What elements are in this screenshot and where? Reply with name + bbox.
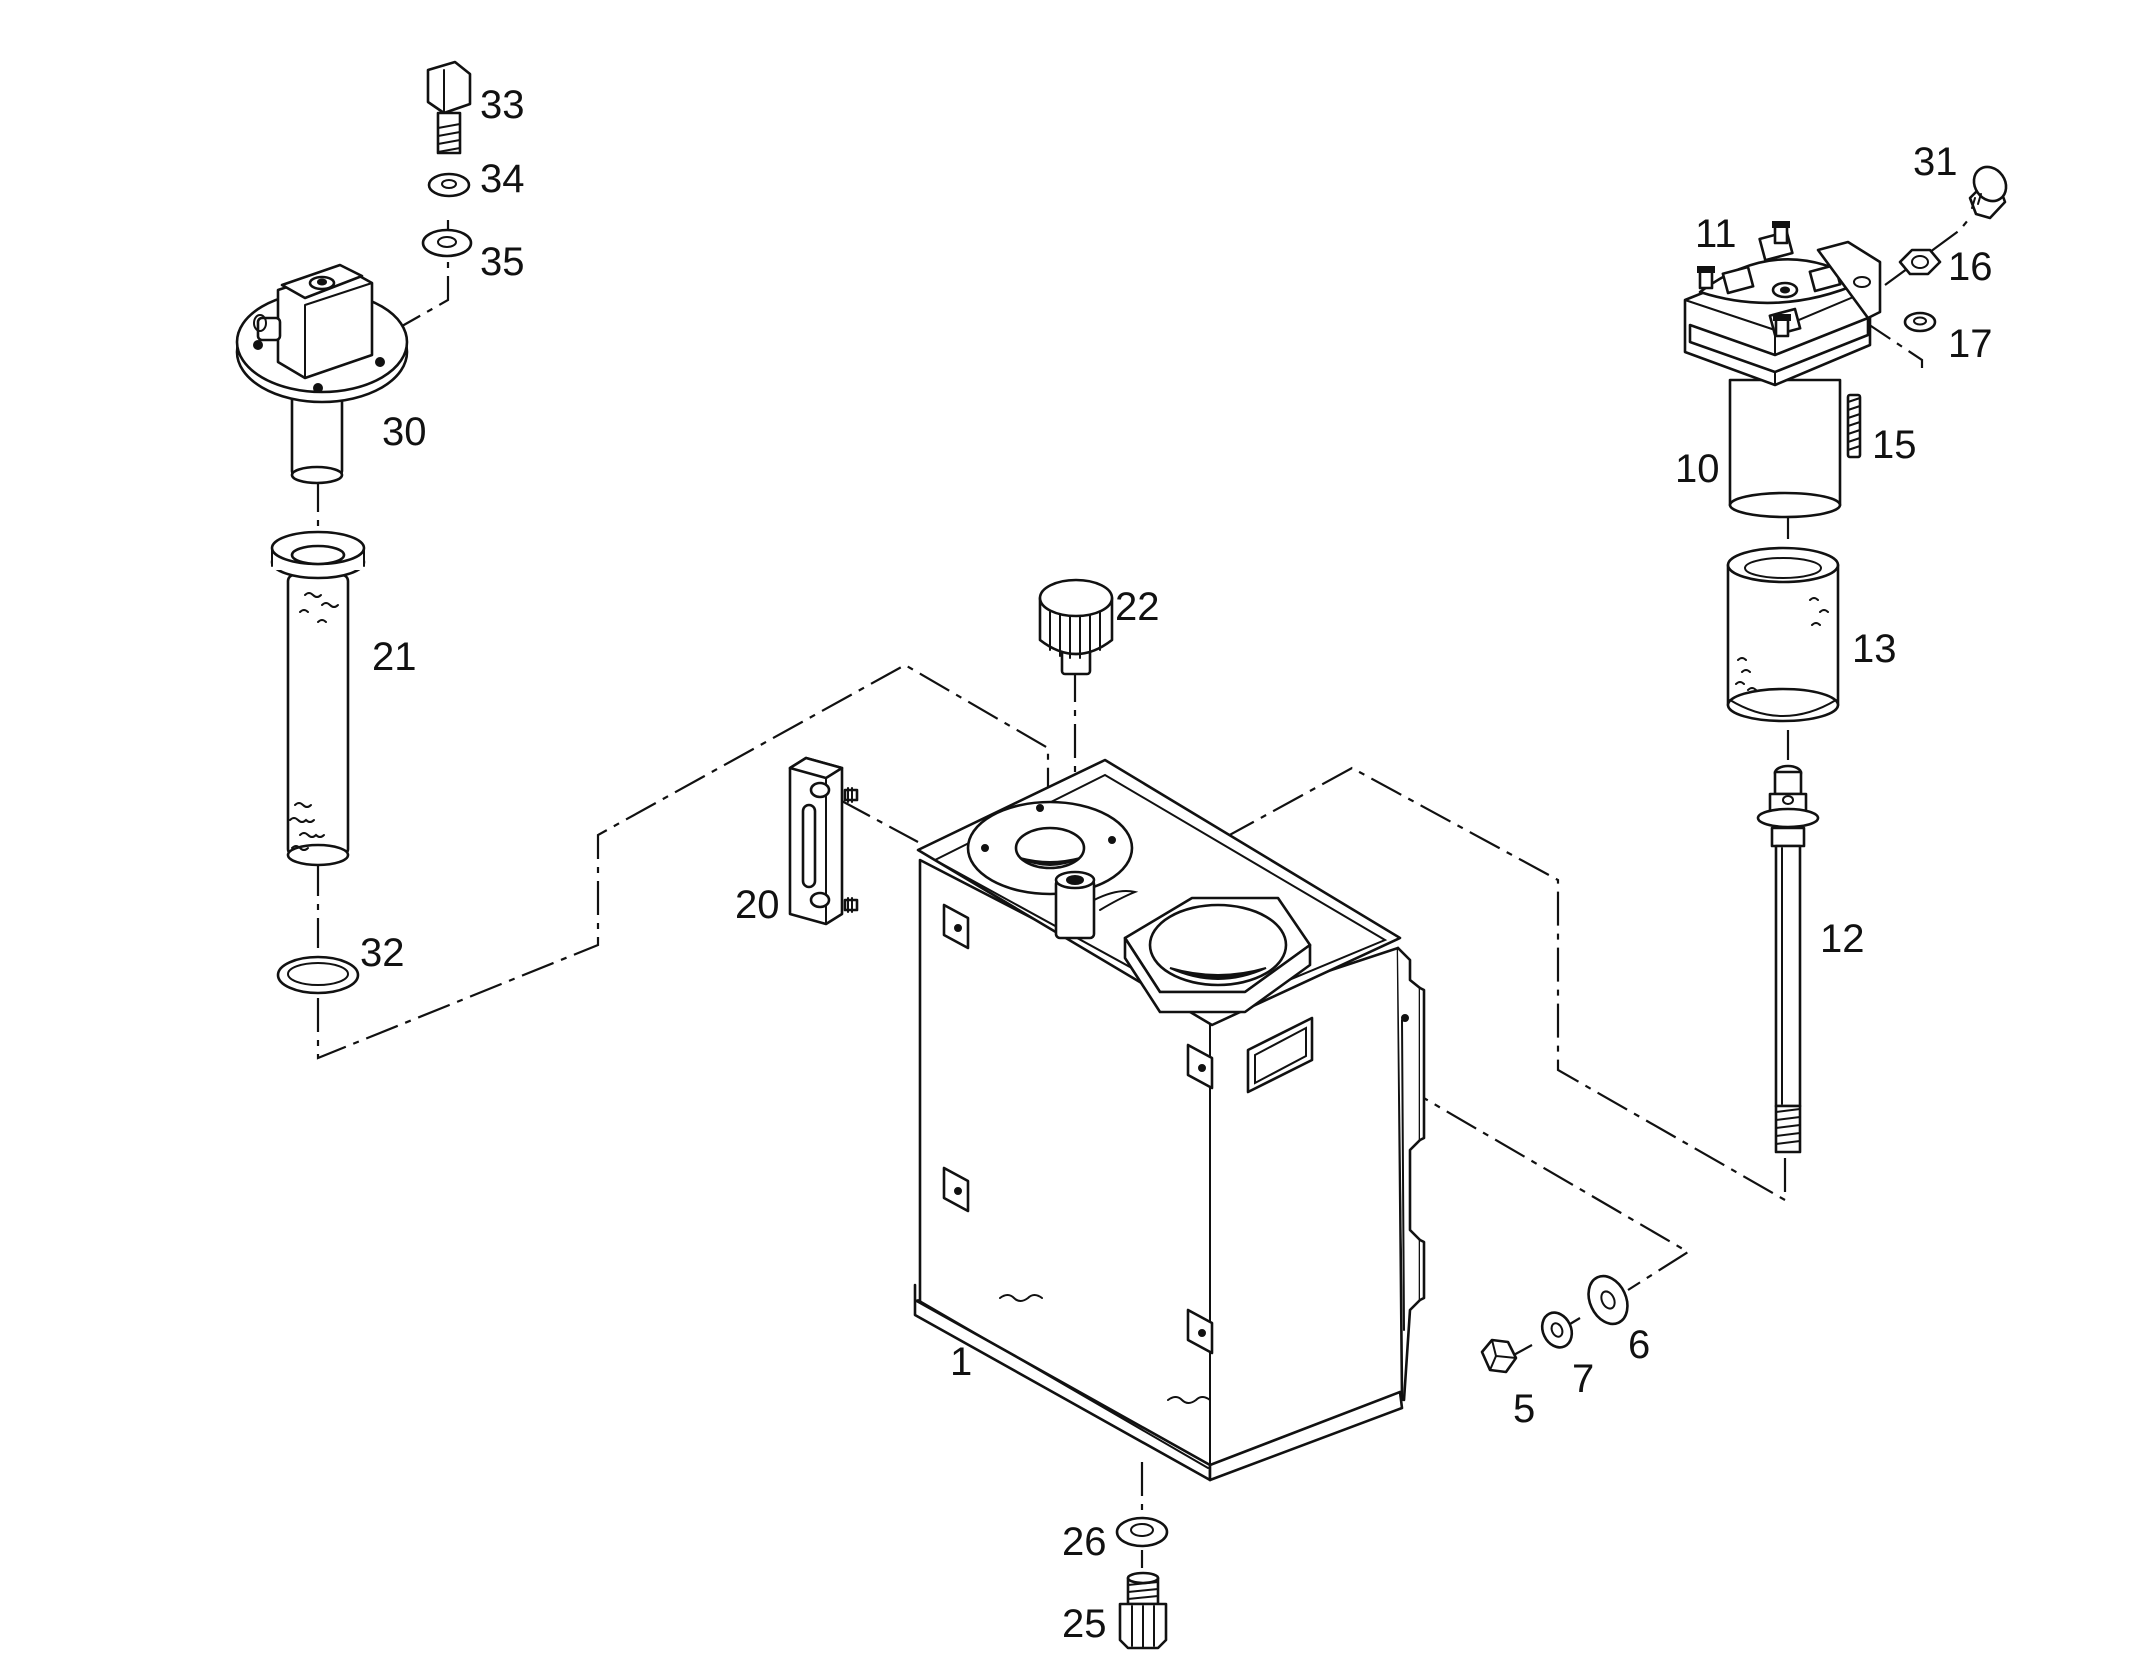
label-13: 13: [1852, 627, 1897, 671]
label-25: 25: [1062, 1602, 1107, 1646]
label-22: 22: [1115, 585, 1160, 629]
label-30: 30: [382, 410, 427, 454]
return-tube-12: [1756, 764, 1820, 1154]
label-16: 16: [1948, 245, 1993, 289]
seal-ring-26: [1115, 1516, 1169, 1548]
strainer-21: [270, 530, 366, 867]
flange-assembly-30: [235, 263, 409, 485]
label-20: 20: [735, 883, 780, 927]
o-ring-32: [276, 955, 360, 995]
label-33: 33: [480, 83, 525, 127]
washer-35: [421, 228, 473, 258]
washer-6: [1587, 1274, 1629, 1326]
label-5: 5: [1513, 1387, 1535, 1431]
label-17: 17: [1948, 322, 1993, 366]
label-26: 26: [1062, 1520, 1107, 1564]
filter-element-13: [1726, 546, 1840, 723]
label-1: 1: [950, 1340, 972, 1384]
label-10: 10: [1675, 447, 1720, 491]
label-21: 21: [372, 635, 417, 679]
label-15: 15: [1872, 423, 1917, 467]
label-6: 6: [1628, 1323, 1650, 1367]
washer-7: [1540, 1311, 1574, 1349]
label-11: 11: [1695, 212, 1737, 256]
sight-gauge-20: [788, 756, 859, 926]
label-34: 34: [480, 157, 525, 201]
strainer-perforations: [289, 592, 339, 851]
nut-16: [1898, 248, 1942, 276]
drain-plug-25: [1118, 1571, 1168, 1650]
washer-34: [427, 172, 471, 198]
breather-cap-22: [1038, 578, 1114, 676]
filter-bowl-10: [1728, 378, 1842, 519]
label-7: 7: [1572, 1357, 1594, 1401]
washer-17: [1903, 311, 1937, 333]
nut-5: [1480, 1338, 1518, 1374]
tank-mounting-tabs: [942, 903, 1409, 1355]
part-number-labels: 33 34 35 30 21 32 22 20 1 26 25 31 11 16…: [360, 83, 1993, 1646]
stud-15: [1846, 393, 1862, 459]
bolt-33: [426, 60, 472, 155]
label-31: 31: [1913, 140, 1958, 184]
filter-head-11: [1683, 221, 1882, 387]
label-35: 35: [480, 240, 525, 284]
label-12: 12: [1820, 917, 1865, 961]
label-32: 32: [360, 931, 405, 975]
plug-31: [1968, 165, 2008, 220]
hydraulic-tank-1: [913, 758, 1426, 1482]
